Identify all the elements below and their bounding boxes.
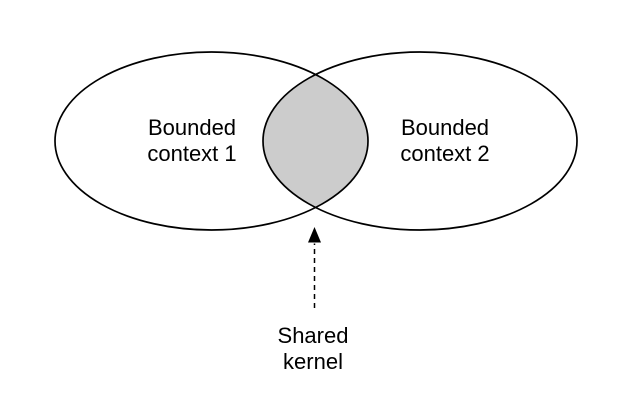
arrow-head-icon <box>308 227 321 243</box>
shared-kernel-label: Shared kernel <box>277 323 349 374</box>
shared-kernel-intersection <box>263 74 369 208</box>
bounded-context-1-ellipse <box>54 51 369 231</box>
bounded-context-1-label: Bounded context 1 <box>147 115 237 166</box>
bounded-context-2-ellipse <box>262 51 578 231</box>
bounded-context-2-label: Bounded context 2 <box>400 115 490 166</box>
